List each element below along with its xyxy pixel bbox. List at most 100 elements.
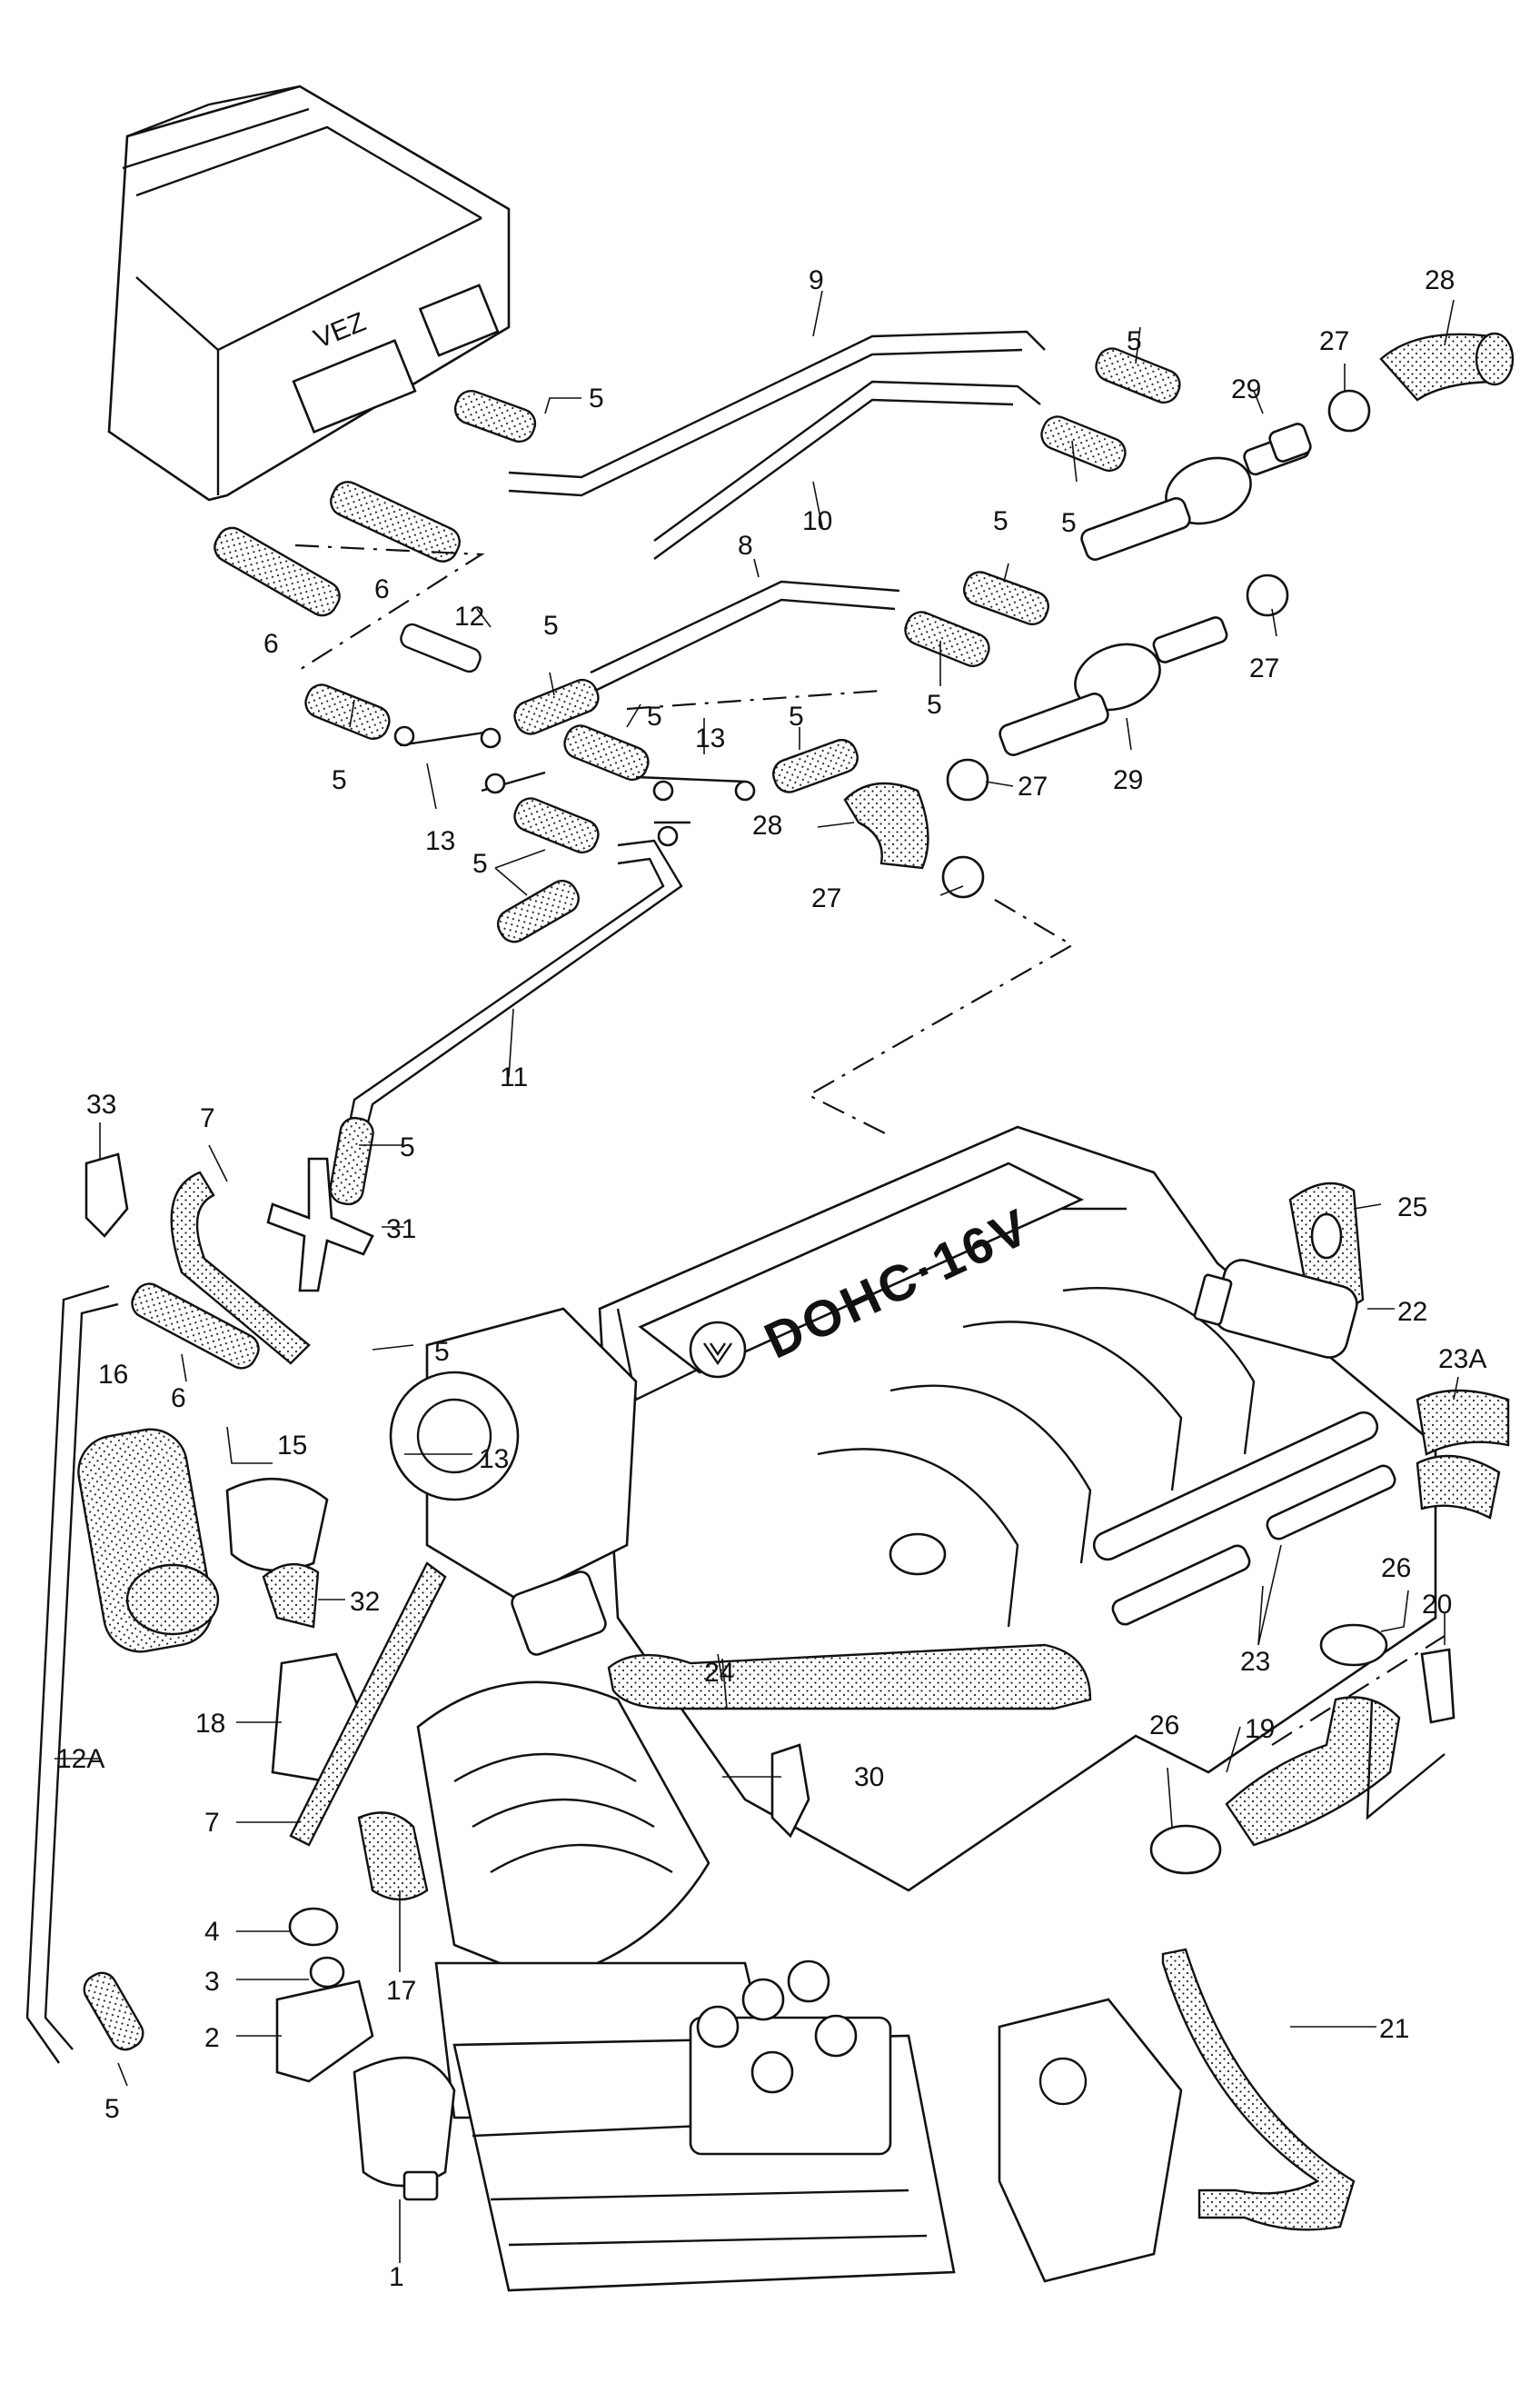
elbow-19 (1225, 1696, 1401, 1847)
washer-3 (309, 1956, 345, 1989)
y-piece-31 (266, 1157, 374, 1292)
callout-10: 10 (802, 506, 832, 536)
leader-lines (55, 290, 1459, 2263)
callout-1: 1 (389, 2262, 404, 2292)
hose-5-c (1040, 415, 1127, 473)
hose-5-g (563, 724, 650, 782)
pipe-12 (400, 623, 482, 673)
clamp-27-b (1246, 573, 1289, 617)
valve-29-upper (1080, 423, 1312, 561)
callout-23a: 23A (1438, 1344, 1486, 1374)
callout-5-right: 5 (789, 702, 804, 732)
callout-7-lower: 7 (204, 1808, 220, 1838)
callout-25: 25 (1397, 1192, 1427, 1222)
hose-7-lower (289, 1561, 447, 1847)
callout-6-left: 6 (263, 629, 279, 659)
hose-5-d (962, 571, 1049, 626)
callout-27-right: 27 (1249, 653, 1279, 683)
callout-4: 4 (204, 1917, 220, 1947)
lower-left-components (25, 1152, 1092, 2201)
hose-5-b (1095, 347, 1181, 404)
callout-5-lower: 5 (472, 849, 488, 879)
hose-5-k (496, 880, 580, 943)
callout-5-upper-valve: 5 (993, 506, 1008, 536)
callout-7-upper: 7 (200, 1103, 215, 1133)
hose-5-a (453, 390, 537, 443)
connector-15 (225, 1477, 329, 1572)
callout-6-lower: 6 (171, 1383, 186, 1413)
callout-20: 20 (1422, 1590, 1452, 1620)
callout-29-lower: 29 (1113, 765, 1143, 795)
control-unit-vez: VEZ (107, 85, 511, 502)
clamp-26-upper (1319, 1623, 1388, 1667)
clip-30 (770, 1743, 810, 1839)
callout-5-lower-valve: 5 (927, 690, 942, 720)
callout-27-bottom: 27 (811, 883, 841, 913)
hose-24 (607, 1643, 1092, 1710)
callout-26-lower: 26 (1149, 1710, 1179, 1740)
callout-23: 23 (1240, 1647, 1270, 1677)
upper-hose-network (83, 330, 1515, 2051)
callout-15: 15 (277, 1431, 307, 1461)
callout-5-center: 5 (647, 702, 662, 732)
callout-26-upper: 26 (1381, 1553, 1411, 1583)
callout-labels: 1 2 3 4 5 5 5 5 5 5 5 5 5 5 5 5 5 6 6 6 … (56, 265, 1486, 2292)
callout-29-upper: 29 (1231, 374, 1261, 404)
callout-16: 16 (98, 1360, 128, 1390)
hose-6-c (131, 1282, 260, 1370)
callout-28-top: 28 (1425, 265, 1455, 295)
callout-13-left: 13 (425, 826, 455, 856)
hose-6-a (330, 481, 461, 563)
callout-19: 19 (1245, 1714, 1275, 1744)
hose-5-j (513, 797, 600, 854)
clamp-27-c (946, 758, 989, 802)
elbow-28-mid (843, 782, 929, 870)
callout-6-upper: 6 (374, 574, 390, 604)
callout-5-pipe10: 5 (1061, 508, 1077, 538)
callout-2: 2 (204, 2023, 220, 2053)
callout-27-center: 27 (1018, 772, 1048, 802)
callout-13-throttle: 13 (479, 1444, 509, 1474)
callout-22: 22 (1397, 1297, 1427, 1327)
callout-5-top-right: 5 (1127, 326, 1142, 356)
elbow-23a-upper (1416, 1389, 1510, 1456)
distributor-cap (689, 1959, 892, 2156)
callout-12a: 12A (56, 1744, 104, 1774)
vw-logo-icon (689, 1321, 747, 1379)
clip-33 (84, 1152, 129, 1238)
hose-5-i (304, 683, 391, 741)
callout-27-top: 27 (1319, 326, 1349, 356)
bracket-2 (275, 1979, 374, 2083)
callout-33: 33 (86, 1090, 116, 1120)
hose-5-m (83, 1971, 144, 2051)
hose-5-e (904, 611, 990, 668)
valve-29-lower (999, 616, 1228, 756)
callout-11: 11 (500, 1062, 528, 1092)
hose-5-l (329, 1116, 374, 1206)
pipe-23 (1266, 1464, 1396, 1540)
right-components (1111, 1182, 1510, 2231)
callout-18: 18 (195, 1709, 225, 1739)
callout-5-bottom: 5 (104, 2094, 120, 2124)
callout-13-center: 13 (695, 723, 725, 753)
clamp-26-lower (1149, 1824, 1222, 1875)
callout-32: 32 (350, 1587, 380, 1617)
hose-5-f (513, 678, 600, 735)
callout-5-left: 5 (332, 765, 347, 795)
callout-30: 30 (854, 1762, 884, 1792)
elbow-32 (262, 1562, 320, 1629)
callout-28-mid: 28 (752, 811, 782, 841)
hose-6-b (214, 526, 341, 617)
callout-5-pipe11: 5 (400, 1132, 415, 1162)
callout-12: 12 (454, 602, 484, 632)
callout-17: 17 (386, 1976, 416, 2006)
idle-control-unit (998, 1998, 1183, 2283)
callout-24: 24 (704, 1658, 734, 1688)
clamp-27-a (1327, 389, 1371, 433)
callout-8: 8 (738, 531, 753, 561)
callout-31: 31 (386, 1214, 416, 1244)
hose-17 (357, 1811, 429, 1901)
callout-5-mid: 5 (543, 611, 559, 641)
